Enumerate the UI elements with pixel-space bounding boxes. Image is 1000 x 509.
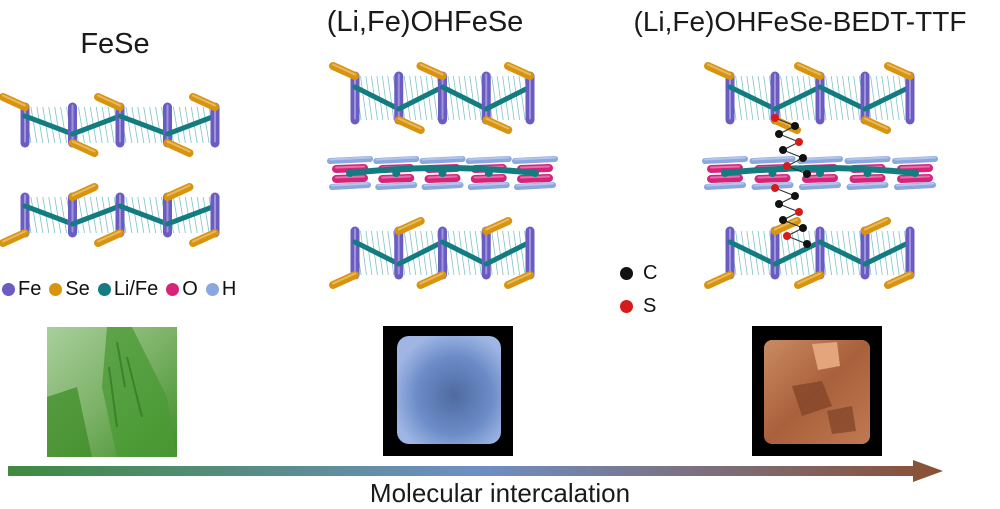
intercalation-arrow	[8, 460, 943, 482]
lifeohfese-crystal-photo	[383, 326, 513, 456]
se-atom-icon	[49, 283, 63, 296]
legend-c: C	[620, 262, 657, 285]
fese-structure	[0, 93, 220, 247]
lifeohfese-structure	[327, 62, 558, 289]
bedt-ttf-crystal-photo	[752, 326, 882, 456]
title-lifeohfese: (Li,Fe)OHFeSe	[326, 6, 524, 38]
molecule-legend: C S	[620, 262, 657, 328]
legend-h: H	[205, 278, 236, 301]
h-atom-icon	[205, 283, 219, 296]
s-atom-icon	[620, 300, 633, 313]
title-bedt-ttf: (Li,Fe)OHFeSe-BEDT-TTF	[633, 6, 967, 37]
legend-life: Li/Fe	[97, 278, 158, 301]
bedt-ttf-structure	[702, 62, 938, 289]
o-atom-icon	[166, 283, 180, 296]
fese-crystal-photo	[47, 327, 177, 457]
c-atom-icon	[620, 267, 633, 280]
atom-legend: Fe Se Li/Fe O H	[2, 278, 236, 301]
legend-se: Se	[49, 278, 90, 301]
legend-fe: Fe	[2, 278, 41, 301]
legend-s: S	[620, 295, 657, 318]
legend-o: O	[166, 278, 198, 301]
life-atom-icon	[97, 283, 111, 296]
title-fese: FeSe	[80, 28, 150, 60]
caption-molecular-intercalation: Molecular intercalation	[369, 478, 631, 508]
fe-atom-icon	[2, 283, 15, 296]
